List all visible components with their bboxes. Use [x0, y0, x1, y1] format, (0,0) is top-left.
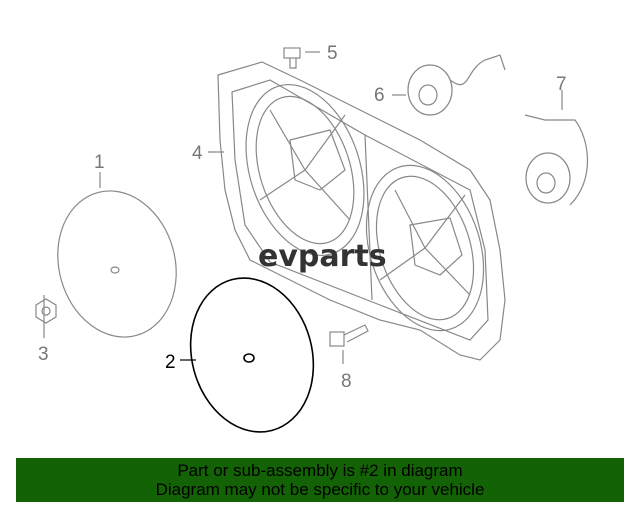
banner-line-2: Diagram may not be specific to your vehi… [155, 480, 485, 499]
evparts-logo: evparts [258, 239, 387, 274]
bolt-part-8[interactable] [329, 324, 369, 364]
callout-4: 4 [192, 143, 203, 164]
fan-shroud-part-4[interactable] [217, 61, 506, 361]
callout-3: 3 [38, 344, 49, 365]
nut-part-3[interactable] [35, 298, 57, 324]
banner-line-1: Part or sub-assembly is #2 in diagram [177, 461, 463, 480]
callout-7: 7 [556, 74, 567, 95]
callout-8: 8 [341, 371, 352, 392]
callout-6: 6 [374, 85, 385, 106]
fan-motor-part-7[interactable] [524, 90, 588, 206]
callout-1: 1 [94, 152, 105, 173]
fan-part-2[interactable] [174, 264, 330, 446]
fan-motor-part-6[interactable] [392, 54, 506, 116]
callout-5: 5 [327, 43, 338, 64]
callout-2: 2 [165, 352, 176, 373]
bolt-part-5[interactable] [283, 47, 320, 69]
fan-part-1[interactable] [42, 178, 192, 351]
info-banner: Part or sub-assembly is #2 in diagram Di… [16, 458, 624, 502]
